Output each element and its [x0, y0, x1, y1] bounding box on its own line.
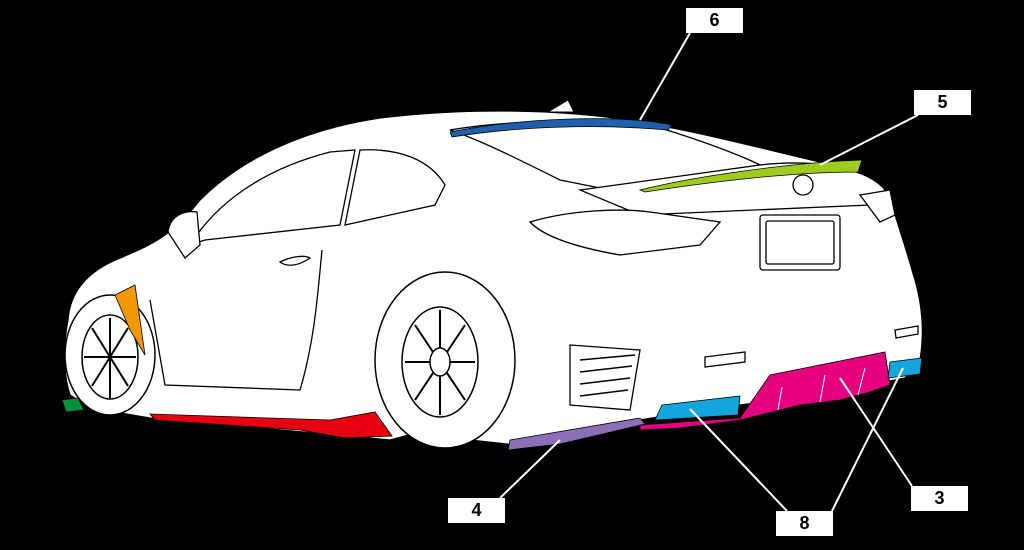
exhaust-tip-right [887, 357, 923, 379]
label-part-5: 5 [914, 90, 971, 115]
roof-spoiler [449, 118, 673, 138]
car-body [63, 110, 924, 446]
side-skirt [149, 411, 393, 439]
diffuser-fins [777, 367, 866, 411]
side-diffuser [507, 417, 646, 451]
label-part-4: 4 [448, 498, 505, 523]
exhaust-tip-left [654, 395, 741, 421]
label-part-3: 3 [911, 486, 968, 511]
rear-wheel [374, 271, 516, 449]
label-part-6: 6 [686, 8, 743, 33]
rear-diffuser [639, 351, 891, 431]
leader-lines [499, 32, 919, 512]
trunk-spoiler [638, 159, 863, 193]
front-wheel [64, 294, 156, 416]
fender-duct [114, 284, 146, 356]
front-lip [61, 397, 85, 413]
shark-fin [546, 99, 575, 113]
label-part-8: 8 [776, 511, 833, 536]
